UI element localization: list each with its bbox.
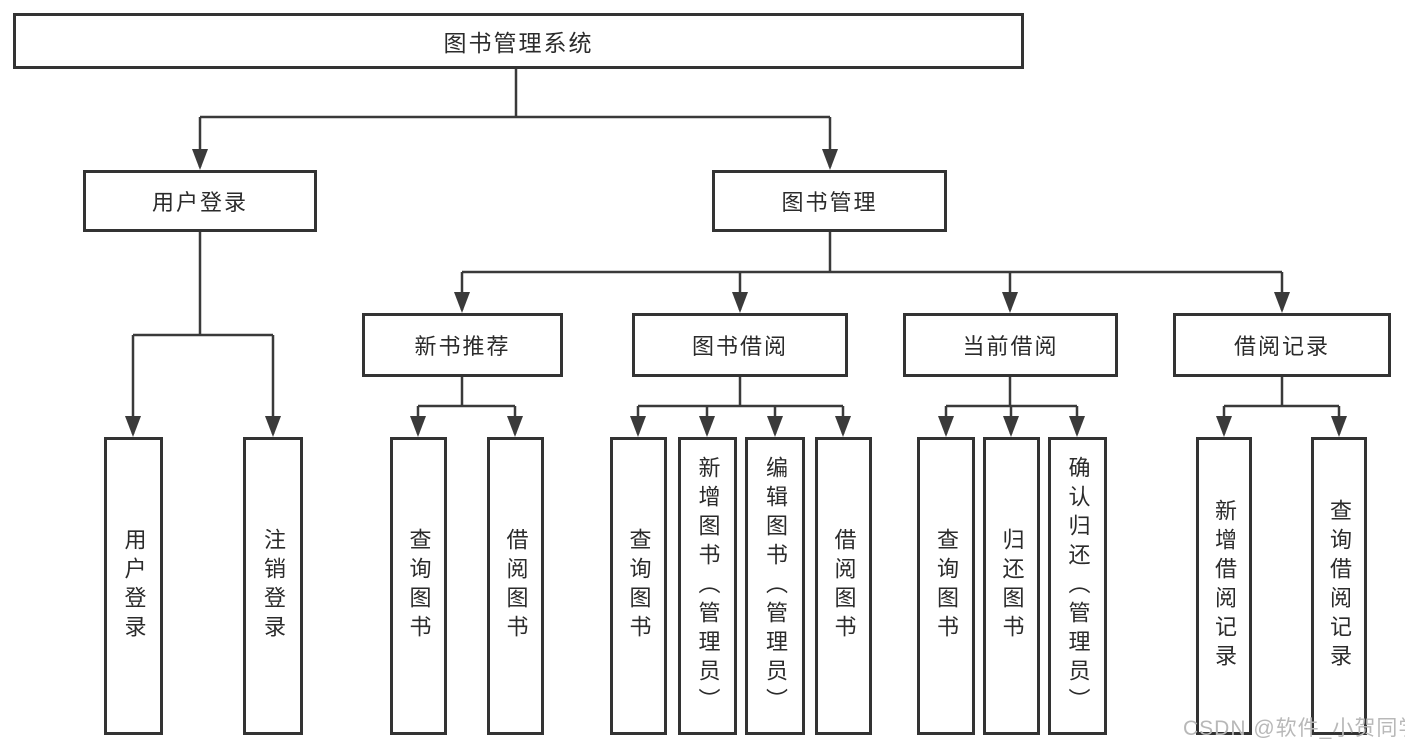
node-leaf-borrow-books-2: 借阅图书 <box>815 437 872 735</box>
node-leaf-confirm-return-admin: 确认归还（管理员） <box>1048 437 1107 735</box>
connector-new-book <box>416 377 517 434</box>
arrowhead <box>192 149 208 170</box>
connector-book-borrow <box>636 377 845 434</box>
arrowhead <box>767 416 783 437</box>
arrowhead <box>822 149 838 170</box>
node-root-system: 图书管理系统 <box>13 13 1024 69</box>
node-leaf-edit-book-admin: 编辑图书（管理员） <box>745 437 805 735</box>
arrowhead <box>835 416 851 437</box>
node-label: 图书管理系统 <box>443 30 594 56</box>
node-current-borrow: 当前借阅 <box>903 313 1118 377</box>
node-leaf-borrow-books-1: 借阅图书 <box>487 437 544 735</box>
node-label: 新书推荐 <box>414 334 511 359</box>
connector-user-login <box>131 231 275 434</box>
node-label: 借阅图书 <box>503 528 529 644</box>
arrowhead <box>454 292 470 313</box>
arrowhead <box>938 416 954 437</box>
node-new-book-recommend: 新书推荐 <box>362 313 563 377</box>
node-label: 当前借阅 <box>962 334 1059 359</box>
node-label: 确认归还（管理员） <box>1065 455 1091 717</box>
node-label: 归还图书 <box>999 528 1025 644</box>
arrowhead <box>1002 292 1018 313</box>
arrowhead <box>1069 416 1085 437</box>
node-borrow-record: 借阅记录 <box>1173 313 1391 377</box>
node-label: 查询借阅记录 <box>1327 499 1352 673</box>
arrowhead <box>630 416 646 437</box>
node-label: 编辑图书（管理员） <box>763 455 788 717</box>
node-label: 用户登录 <box>121 528 147 644</box>
node-label: 借阅图书 <box>831 528 857 644</box>
node-label: 图书借阅 <box>691 334 788 359</box>
connector-book-mgmt <box>460 232 1284 310</box>
arrowhead <box>265 416 281 437</box>
node-label: 新增图书（管理员） <box>695 455 721 717</box>
connector-borrow-record <box>1222 377 1341 434</box>
node-label: 查询图书 <box>406 528 432 644</box>
node-leaf-user-login: 用户登录 <box>104 437 163 735</box>
csdn-watermark: CSDN @软件_小贺同学 <box>1183 717 1405 740</box>
arrowhead <box>410 416 426 437</box>
node-label: 查询图书 <box>626 528 652 644</box>
node-leaf-query-borrow-record: 查询借阅记录 <box>1311 437 1367 735</box>
node-leaf-query-books-3: 查询图书 <box>917 437 975 735</box>
arrowhead <box>1331 416 1347 437</box>
arrowhead <box>732 292 748 313</box>
node-leaf-logout: 注销登录 <box>243 437 303 735</box>
node-label: 查询图书 <box>934 528 959 644</box>
node-label: 注销登录 <box>261 528 286 644</box>
node-label: 用户登录 <box>151 190 248 215</box>
node-book-management-branch: 图书管理 <box>712 170 947 232</box>
node-leaf-add-borrow-record: 新增借阅记录 <box>1196 437 1252 735</box>
node-leaf-add-book-admin: 新增图书（管理员） <box>678 437 737 735</box>
node-label: 图书管理 <box>781 190 878 215</box>
connector-root-to-level2 <box>198 69 832 167</box>
node-leaf-query-books-2: 查询图书 <box>610 437 667 735</box>
arrowhead <box>699 416 715 437</box>
arrowhead <box>1216 416 1232 437</box>
node-label: 新增借阅记录 <box>1212 499 1237 673</box>
node-label: 借阅记录 <box>1233 334 1330 359</box>
node-user-login-branch: 用户登录 <box>83 170 317 232</box>
node-leaf-return-book: 归还图书 <box>983 437 1040 735</box>
arrowhead <box>1274 292 1290 313</box>
node-book-borrow: 图书借阅 <box>632 313 848 377</box>
arrowhead <box>507 416 523 437</box>
arrowhead <box>1003 416 1019 437</box>
node-leaf-query-books-1: 查询图书 <box>390 437 447 735</box>
arrowhead <box>125 416 141 437</box>
